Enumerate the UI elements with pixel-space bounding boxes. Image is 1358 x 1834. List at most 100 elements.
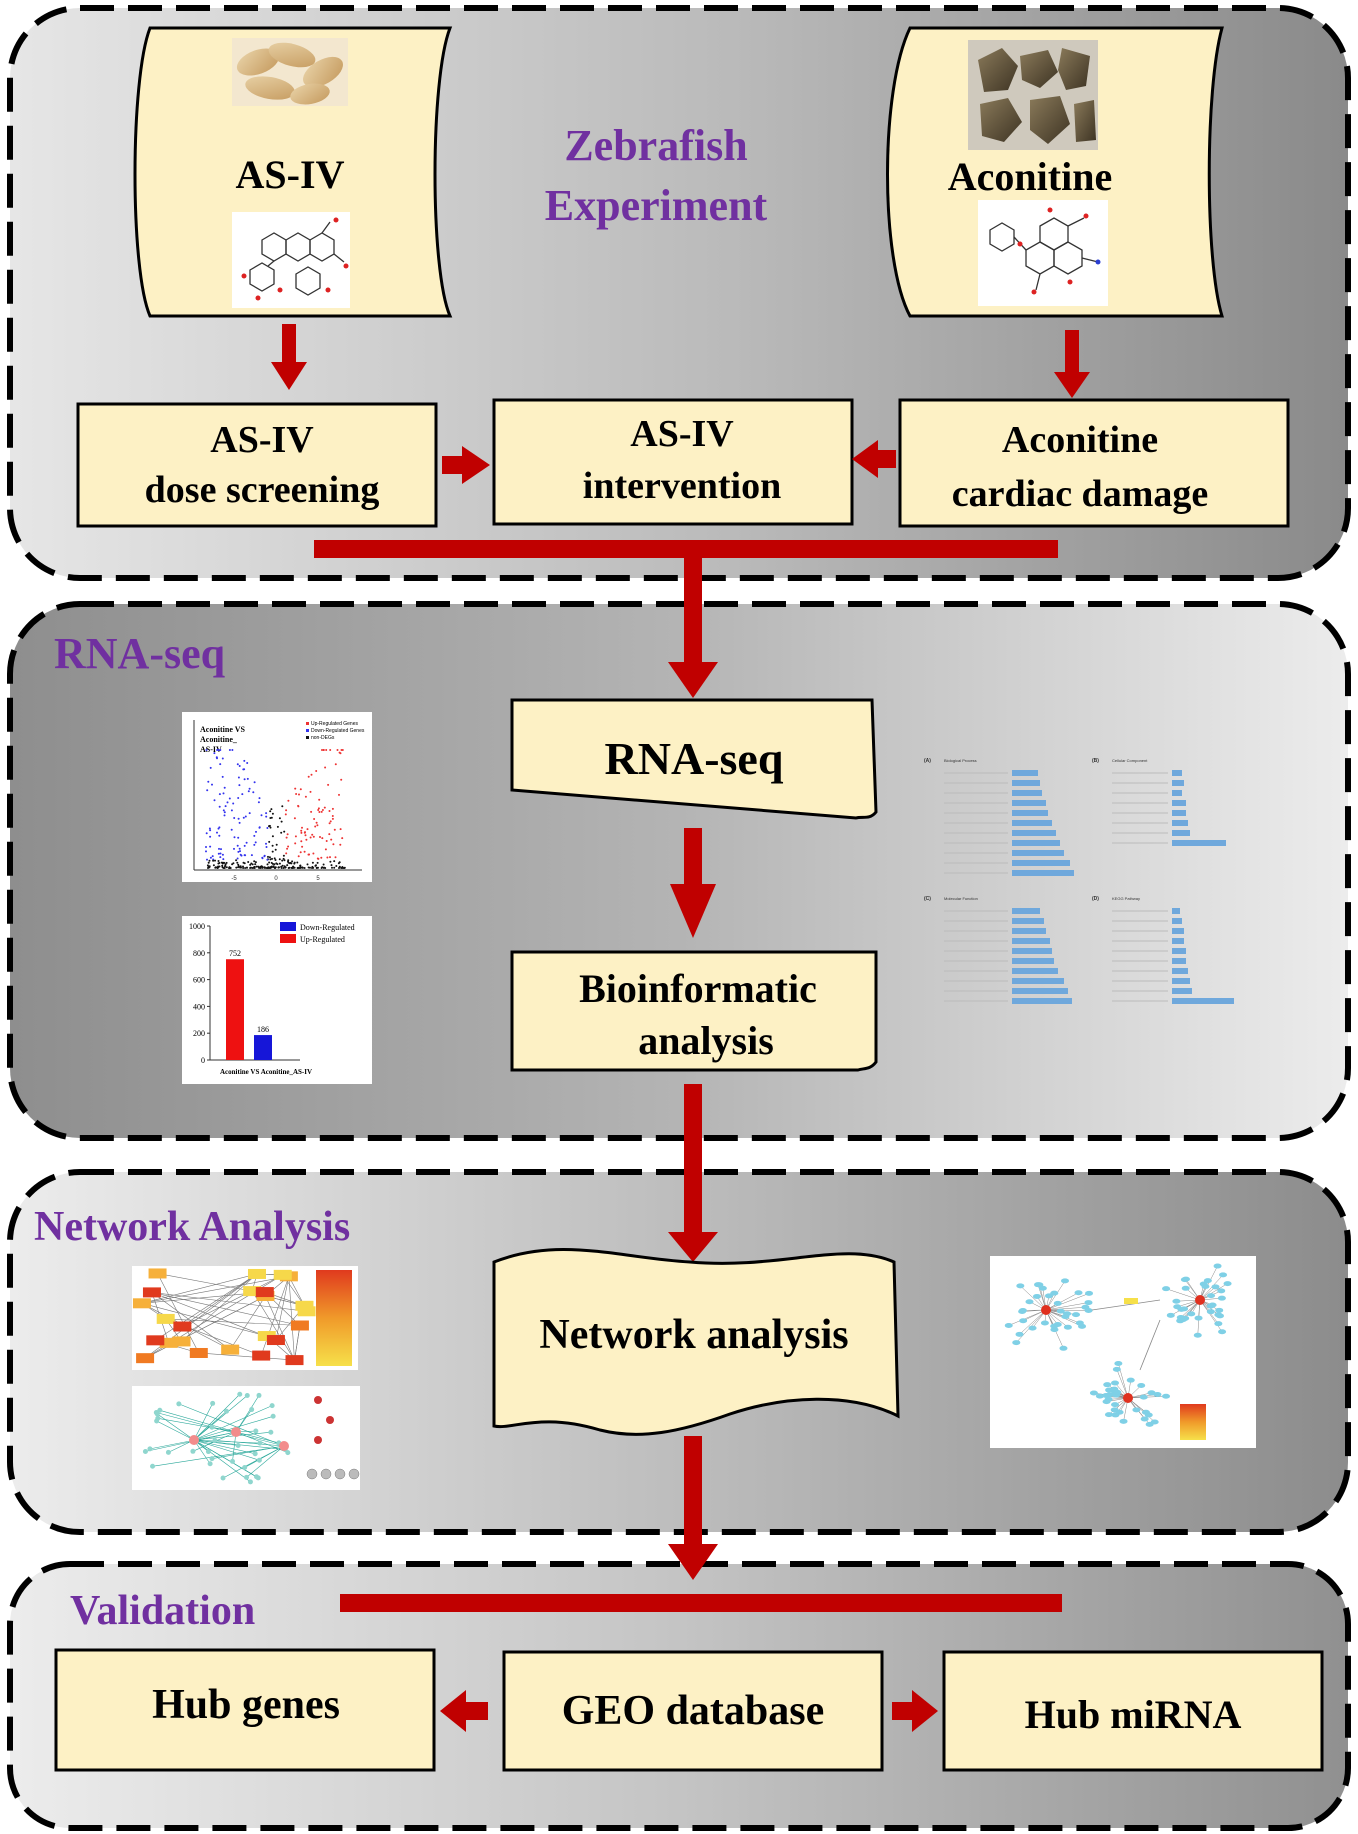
- mirna-node: [1084, 1300, 1093, 1306]
- volcano-point: [301, 866, 304, 869]
- volcano-point: [225, 866, 228, 869]
- volcano-point: [297, 855, 300, 858]
- aconitine-structure: [978, 200, 1108, 306]
- volcano-point: [317, 809, 320, 811]
- volcano-point: [268, 825, 270, 828]
- cyan-node: [244, 1392, 250, 1398]
- size-legend-dot: [348, 1468, 360, 1480]
- mirna-node: [1199, 1281, 1208, 1287]
- volcano-point: [223, 811, 226, 814]
- mirna-node: [1113, 1389, 1122, 1395]
- volcano-point: [247, 861, 250, 863]
- volcano-point: [209, 766, 212, 769]
- volcano-point: [258, 797, 261, 800]
- volcano-point: [310, 773, 313, 776]
- volcano-point: [266, 858, 269, 861]
- cyan-node: [150, 1463, 156, 1469]
- enrichment-panel-label: (C): [924, 896, 931, 902]
- deg-ytick: 400: [193, 1002, 205, 1011]
- ppi-node: [290, 1320, 309, 1331]
- mirna-node: [1050, 1327, 1059, 1333]
- hub-genes-box: [54, 1648, 436, 1772]
- volcano-point: [324, 848, 327, 851]
- mirna-edge: [1116, 1369, 1129, 1399]
- volcano-point: [331, 807, 334, 810]
- volcano-point: [293, 817, 296, 820]
- volcano-point: [219, 749, 222, 751]
- volcano-point: [217, 749, 220, 751]
- mirna-node: [1218, 1329, 1227, 1335]
- mirna-node: [1194, 1315, 1203, 1321]
- mirna-node: [1063, 1324, 1072, 1330]
- volcano-point: [301, 826, 303, 829]
- volcano-point: [271, 835, 274, 838]
- volcano-point: [325, 840, 328, 842]
- mirna-node: [1181, 1285, 1190, 1291]
- enrichment-bar: [1172, 790, 1182, 796]
- volcano-point: [222, 858, 225, 861]
- volcano-point: [261, 857, 264, 860]
- volcano-point: [253, 867, 256, 869]
- mirna-node: [1040, 1320, 1049, 1326]
- mirna-node: [1119, 1418, 1128, 1424]
- cyan-node: [212, 1437, 218, 1443]
- volcano-point: [329, 749, 332, 751]
- enrichment-bar: [1012, 800, 1046, 806]
- volcano-point: [338, 867, 340, 869]
- volcano-point: [339, 828, 342, 831]
- volcano-point: [307, 775, 310, 778]
- volcano-point: [230, 809, 233, 812]
- mirna-node: [1217, 1288, 1226, 1294]
- cyan-node: [142, 1449, 148, 1455]
- volcano-point: [266, 866, 269, 869]
- volcano-point: [326, 856, 329, 859]
- ppi-node: [247, 1268, 266, 1279]
- volcano-point: [237, 817, 240, 820]
- mirna-node: [1208, 1302, 1217, 1308]
- volcano-title-line1: Aconitine VS: [200, 725, 246, 734]
- volcano-point: [323, 806, 326, 809]
- volcano-point: [263, 866, 266, 869]
- legend-dot: [314, 1436, 322, 1444]
- volcano-point: [277, 866, 280, 869]
- volcano-point: [214, 859, 216, 862]
- volcano-point: [214, 866, 217, 869]
- cyan-node: [253, 1474, 259, 1480]
- volcano-point: [231, 749, 234, 751]
- volcano-point: [286, 833, 289, 836]
- hub-mirna-box: [942, 1650, 1324, 1772]
- volcano-point: [218, 834, 221, 837]
- volcano-point: [305, 838, 308, 841]
- volcano-point: [278, 862, 281, 865]
- volcano-point: [254, 861, 257, 864]
- mirna-node: [1219, 1272, 1228, 1278]
- volcano-point: [288, 862, 291, 865]
- volcano-point: [205, 850, 207, 853]
- enrichment-panel-title: Cellular Component: [1112, 758, 1148, 763]
- volcano-point: [237, 865, 240, 868]
- ppi-edge: [141, 1276, 289, 1304]
- ppi-node: [156, 1313, 175, 1324]
- mirna-node: [1012, 1340, 1021, 1346]
- ppi-edge: [141, 1303, 267, 1337]
- volcano-point: [330, 838, 333, 841]
- mirna-node: [1059, 1345, 1068, 1351]
- network-box-label: Network analysis: [539, 1312, 848, 1358]
- volcano-point: [247, 790, 250, 793]
- volcano-point: [321, 749, 323, 751]
- volcano-point: [331, 817, 334, 820]
- volcano-point: [270, 808, 273, 811]
- cyan-edge: [246, 1445, 285, 1478]
- ppi-node: [297, 1306, 316, 1317]
- volcano-point: [217, 827, 220, 830]
- volcano-point: [282, 857, 285, 860]
- arrow-to-rnaseq: [668, 558, 718, 698]
- cyan-edge: [178, 1403, 285, 1447]
- volcano-point: [339, 843, 342, 846]
- volcano-point: [249, 866, 252, 869]
- volcano-point: [243, 759, 246, 762]
- volcano-point: [217, 852, 220, 855]
- cyan-node: [257, 1440, 263, 1446]
- volcano-point: [337, 862, 340, 865]
- mirna-hub: [1195, 1295, 1205, 1305]
